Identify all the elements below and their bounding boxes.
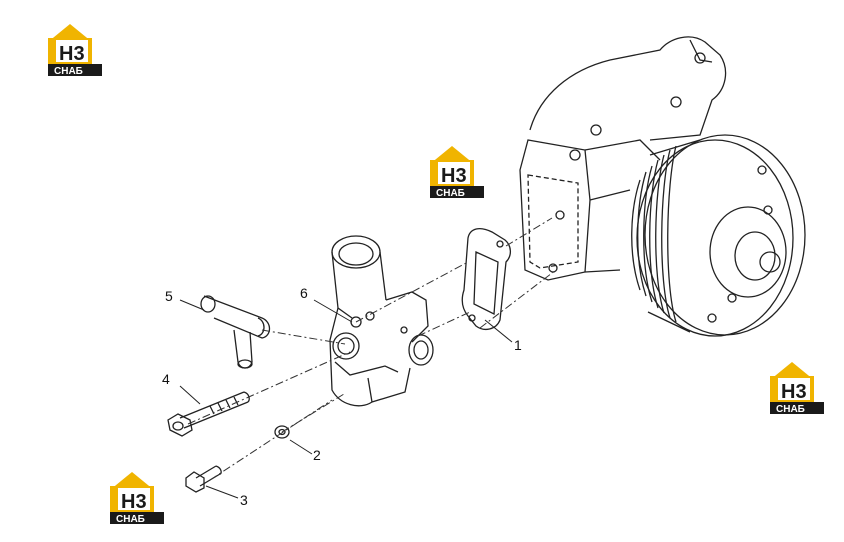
short-bolt (185, 465, 222, 493)
svg-text:H3: H3 (441, 165, 467, 187)
callout-3: 3 (240, 492, 248, 508)
plug-part-6 (350, 316, 362, 328)
watermark-logo-1: H3 CHAБ (48, 24, 102, 77)
callout-6: 6 (300, 285, 308, 301)
long-bolt (167, 391, 250, 437)
svg-text:CHAБ: CHAБ (116, 514, 145, 525)
svg-text:H3: H3 (121, 491, 147, 513)
elbow-pipe (200, 295, 271, 369)
callout-4: 4 (162, 371, 170, 387)
leader-lines (179, 299, 513, 499)
watermark-logo-4: H3 CHAБ (110, 472, 164, 525)
watermark-logo-3: H3 CHAБ (770, 362, 824, 415)
washer (274, 425, 290, 439)
svg-text:H3: H3 (59, 43, 85, 65)
svg-text:CHAБ: CHAБ (436, 188, 465, 199)
callout-5: 5 (165, 288, 173, 304)
assembly-lines (187, 217, 557, 481)
svg-text:CHAБ: CHAБ (776, 404, 805, 415)
callout-1: 1 (514, 337, 522, 353)
water-pump (519, 36, 806, 337)
svg-text:CHAБ: CHAБ (54, 66, 83, 77)
watermark-logo-2: H3 CHAБ (430, 146, 484, 199)
gasket (461, 227, 512, 331)
callout-2: 2 (313, 447, 321, 463)
inlet-housing (329, 235, 434, 407)
svg-text:H3: H3 (781, 381, 807, 403)
